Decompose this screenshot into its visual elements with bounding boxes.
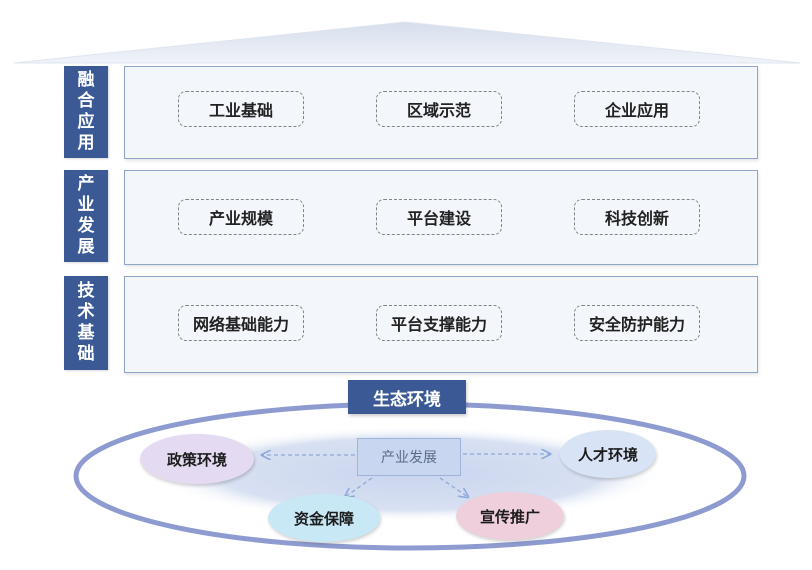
layer-label-char: 术 (77, 302, 95, 322)
item-industry-scale[interactable]: 产业规模 (178, 199, 304, 235)
layer-label-industry-development: 产 业 发 展 (64, 170, 108, 262)
layer-label-char: 用 (77, 133, 95, 153)
roof-shape (13, 21, 801, 64)
arrow-to-capital (345, 477, 373, 497)
layer-label-fusion-application: 融 合 应 用 (64, 66, 108, 158)
layer-panel-technical-foundation (124, 276, 758, 373)
node-promotion[interactable]: 宣传推广 (456, 492, 564, 540)
layer-label-char: 业 (77, 195, 95, 215)
layer-label-char: 合 (77, 91, 95, 111)
node-capital-guarantee[interactable]: 资金保障 (268, 494, 380, 542)
layer-label-char: 产 (77, 174, 95, 194)
item-regional-demo[interactable]: 区域示范 (376, 91, 502, 127)
ecosystem-center-industry-development: 产业发展 (357, 438, 461, 476)
layer-label-char: 展 (77, 237, 95, 257)
layer-label-char: 础 (77, 344, 95, 364)
layer-label-char: 基 (77, 323, 95, 343)
layer-panel-fusion-application (124, 66, 758, 159)
item-industrial-foundation[interactable]: 工业基础 (178, 91, 304, 127)
item-enterprise-application[interactable]: 企业应用 (574, 91, 700, 127)
node-talent-environment[interactable]: 人才环境 (560, 430, 656, 478)
layer-label-char: 技 (77, 281, 95, 301)
layer-panel-industry-development (124, 170, 758, 265)
layer-label-technical-foundation: 技 术 基 础 (64, 276, 108, 370)
item-security-capability[interactable]: 安全防护能力 (574, 305, 700, 341)
ecosystem-title: 生态环境 (348, 380, 466, 414)
item-tech-innovation[interactable]: 科技创新 (574, 199, 700, 235)
layer-label-char: 融 (77, 70, 95, 90)
node-policy-environment[interactable]: 政策环境 (140, 434, 254, 484)
item-network-capability[interactable]: 网络基础能力 (178, 305, 304, 341)
arrow-to-promotion (439, 477, 468, 497)
item-platform-construction[interactable]: 平台建设 (376, 199, 502, 235)
layer-label-char: 应 (77, 112, 95, 132)
layer-label-char: 发 (77, 216, 95, 236)
item-platform-support-capability[interactable]: 平台支撑能力 (376, 305, 502, 341)
